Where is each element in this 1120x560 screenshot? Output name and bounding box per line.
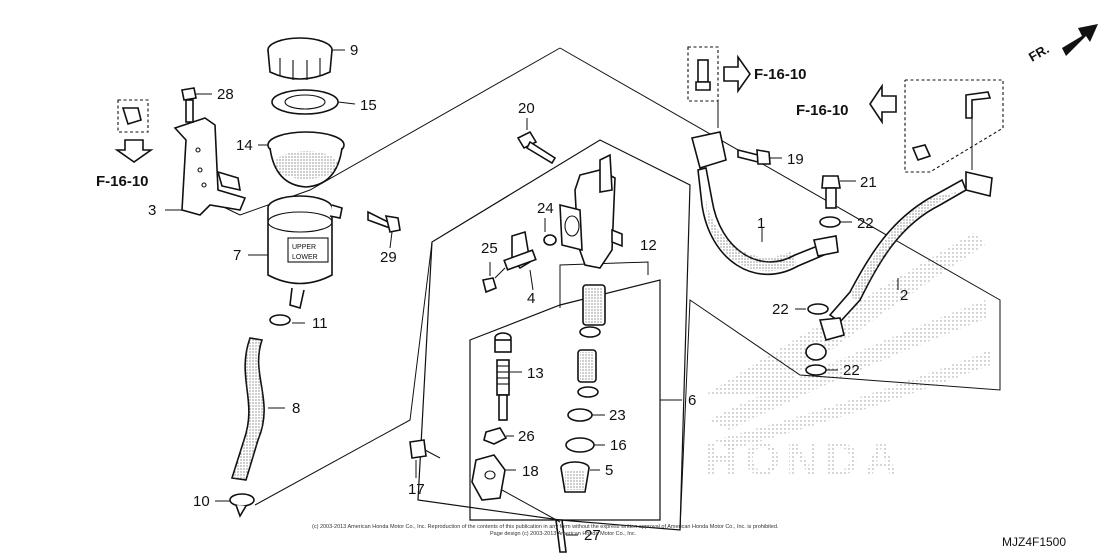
reservoir-hose — [230, 337, 265, 481]
dust-boot — [560, 461, 590, 493]
banjo-bolt — [821, 175, 841, 209]
callout-11: 11 — [312, 315, 328, 332]
callout-12: 12 — [640, 237, 657, 254]
callout-20: 20 — [518, 100, 535, 117]
joint-screw — [482, 267, 506, 294]
callout-10: 10 — [193, 493, 210, 510]
lock-nut — [483, 427, 508, 445]
callout-29: 29 — [380, 249, 397, 266]
reservoir-upper-mark: UPPER — [292, 244, 316, 251]
sealing-washer-upper — [819, 216, 841, 228]
reservoir-tank: UPPER LOWER — [267, 195, 343, 310]
callout-14: 14 — [236, 137, 253, 154]
ref-f-16-10-left: F-16-10 — [96, 173, 149, 190]
callout-5: 5 — [605, 462, 613, 479]
callout-23: 23 — [609, 407, 626, 424]
cotter-pin — [555, 519, 567, 553]
callout-6: 6 — [688, 392, 696, 409]
callout-18: 18 — [522, 463, 539, 480]
callout-22-middle: 22 — [772, 301, 789, 318]
callout-24: 24 — [537, 200, 554, 217]
hose-clamp-upper — [269, 314, 291, 326]
callout-2: 2 — [900, 287, 908, 304]
clevis-pin — [409, 439, 441, 459]
push-rod — [494, 332, 512, 421]
callout-3: 3 — [148, 202, 156, 219]
front-direction-label: FR. — [1026, 41, 1052, 64]
piston-spring — [579, 284, 606, 338]
brake-hose-2 — [805, 170, 993, 361]
clevis — [471, 454, 506, 501]
callout-22-upper: 22 — [857, 215, 874, 232]
callout-27: 27 — [584, 527, 601, 544]
master-cylinder-body — [559, 153, 623, 269]
reservoir-cap — [267, 37, 333, 80]
diaphragm-plate — [271, 89, 339, 115]
copyright-line-2: Page design (c) 2003-2013 American Honda… — [490, 531, 637, 537]
sealing-washer-middle — [807, 303, 829, 315]
callout-19: 19 — [787, 151, 804, 168]
callout-1: 1 — [757, 215, 765, 232]
callout-9: 9 — [350, 42, 358, 59]
ref-fitting-right — [869, 79, 1004, 173]
callout-28: 28 — [217, 86, 234, 103]
o-ring — [543, 234, 557, 246]
ref-f-16-10-right: F-16-10 — [796, 102, 849, 119]
cylinder-bolt — [516, 130, 557, 165]
sealing-washer-lower — [805, 364, 827, 376]
bracket-bolt — [181, 87, 197, 123]
piston-cup — [577, 349, 599, 398]
ref-bolt-top — [687, 46, 751, 102]
callout-15: 15 — [360, 97, 377, 114]
honda-watermark-text: HONDA — [705, 433, 904, 485]
hose-bolt — [737, 148, 771, 165]
hose-joint — [503, 230, 537, 271]
reservoir-bracket — [173, 117, 247, 216]
callout-22-lower: 22 — [843, 362, 860, 379]
callout-26: 26 — [518, 428, 535, 445]
callout-25: 25 — [481, 240, 498, 257]
callout-7: 7 — [233, 247, 241, 264]
callout-21: 21 — [860, 174, 877, 191]
callout-8: 8 — [292, 400, 300, 417]
copyright-line-1: (c) 2003-2013 American Honda Motor Co., … — [312, 524, 779, 530]
diaphragm — [267, 131, 345, 188]
ref-f-16-10-top: F-16-10 — [754, 66, 807, 83]
callout-4: 4 — [527, 290, 535, 307]
washer — [567, 408, 593, 422]
callout-17: 17 — [408, 481, 425, 498]
callout-16: 16 — [610, 437, 627, 454]
circlip — [565, 437, 595, 453]
reservoir-lower-mark: LOWER — [292, 254, 318, 261]
callout-13: 13 — [527, 365, 544, 382]
front-direction-arrow — [1062, 24, 1098, 56]
brake-hose-1 — [691, 131, 839, 276]
hose-clamp-lower — [229, 493, 255, 518]
ref-clip-left — [114, 99, 154, 163]
reservoir-bolt — [367, 210, 401, 233]
diagram-code: MJZ4F1500 — [1002, 535, 1066, 549]
